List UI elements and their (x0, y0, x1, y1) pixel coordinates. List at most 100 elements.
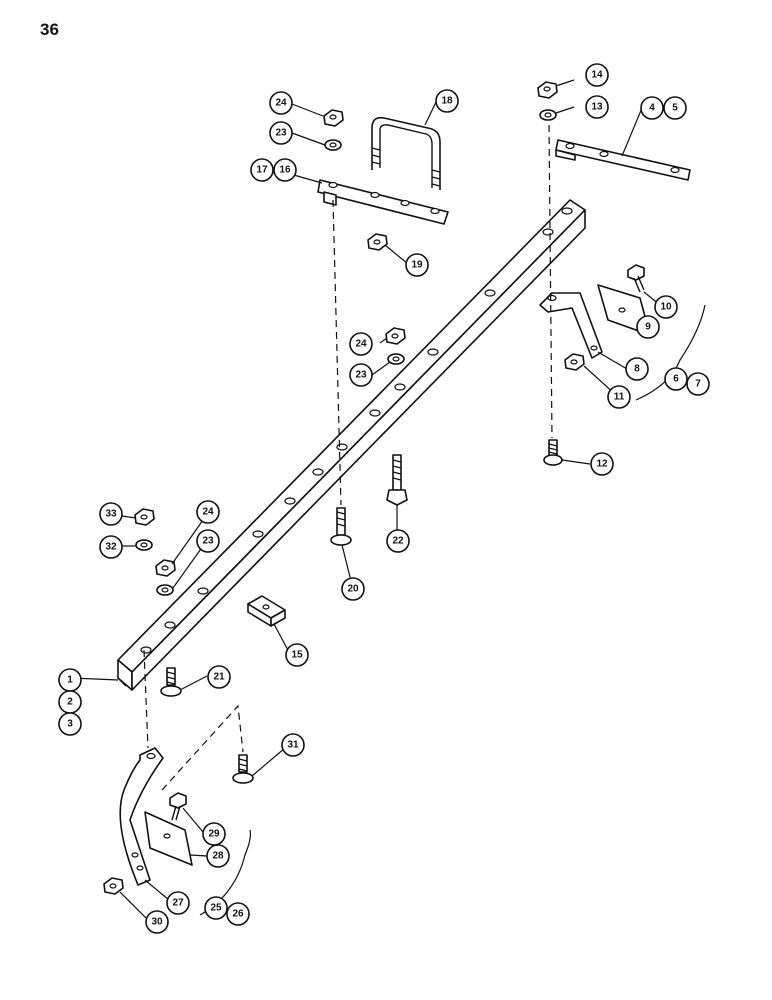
svg-text:17: 17 (256, 165, 268, 176)
washer-32 (135, 539, 153, 551)
svg-text:23: 23 (355, 370, 367, 381)
nut-14 (537, 81, 558, 99)
svg-text:11: 11 (614, 392, 625, 403)
callout-24-left: 24 (196, 500, 220, 524)
callout-11: 11 (607, 385, 631, 409)
assembly-lines (143, 124, 553, 791)
nut-30 (103, 877, 124, 895)
nut-24-left (155, 559, 176, 577)
svg-text:7: 7 (695, 379, 701, 390)
callout-18: 18 (435, 89, 459, 113)
svg-text:20: 20 (347, 584, 359, 595)
svg-text:23: 23 (202, 536, 214, 547)
callout-33: 33 (99, 502, 123, 526)
callout-6: 6 (664, 367, 688, 391)
svg-text:12: 12 (596, 459, 608, 470)
callout-13: 13 (585, 95, 609, 119)
callout-4: 4 (640, 96, 664, 120)
svg-text:27: 27 (172, 898, 184, 909)
callout-20: 20 (341, 577, 365, 601)
callout-22: 22 (386, 529, 410, 553)
washer-23-left (156, 584, 174, 596)
callout-28: 28 (206, 844, 230, 868)
callout-30: 30 (145, 910, 169, 934)
svg-text:5: 5 (672, 103, 678, 114)
svg-text:24: 24 (275, 98, 287, 109)
callout-29: 29 (202, 822, 226, 846)
svg-text:14: 14 (591, 70, 603, 81)
callout-27: 27 (166, 891, 190, 915)
callout-9: 9 (636, 315, 660, 339)
svg-text:16: 16 (279, 165, 291, 176)
bolt-29 (169, 792, 187, 821)
callout-1: 1 (58, 668, 82, 692)
svg-text:29: 29 (208, 829, 220, 840)
nut-24-mid (385, 327, 406, 345)
svg-text:6: 6 (673, 374, 679, 385)
svg-text:15: 15 (291, 650, 303, 661)
plate-4-5 (555, 139, 691, 181)
callout-23-left: 23 (196, 529, 220, 553)
svg-text:24: 24 (202, 507, 214, 518)
callouts: 1 2 3 4 5 6 7 8 9 10 11 12 13 14 15 16 1… (58, 63, 710, 934)
shank-8 (539, 292, 603, 359)
nut-24-top (323, 109, 344, 127)
callout-12: 12 (590, 452, 614, 476)
callout-5: 5 (663, 96, 687, 120)
callout-17: 17 (250, 158, 274, 182)
bolt-21 (160, 667, 182, 697)
washer-23-top (324, 139, 342, 151)
washer-13 (539, 109, 557, 121)
callout-10: 10 (654, 295, 678, 319)
main-bar (117, 199, 586, 691)
svg-text:22: 22 (392, 536, 404, 547)
nut-19 (367, 233, 388, 251)
callout-21: 21 (207, 665, 231, 689)
callout-8: 8 (625, 357, 649, 381)
callout-25: 25 (204, 896, 228, 920)
callout-31: 31 (281, 733, 305, 757)
svg-text:32: 32 (105, 542, 117, 553)
callout-19: 19 (405, 253, 429, 277)
callout-24-top: 24 (269, 91, 293, 115)
svg-text:25: 25 (210, 903, 222, 914)
svg-text:4: 4 (649, 103, 655, 114)
svg-text:9: 9 (645, 322, 651, 333)
callout-2: 2 (58, 690, 82, 714)
svg-text:13: 13 (591, 102, 603, 113)
svg-text:31: 31 (287, 740, 299, 751)
svg-text:26: 26 (232, 909, 244, 920)
svg-text:30: 30 (151, 917, 163, 928)
callout-26: 26 (226, 902, 250, 926)
nut-33 (134, 508, 155, 526)
svg-text:3: 3 (67, 719, 73, 730)
u-bolt (371, 116, 441, 190)
page-number: 36 (40, 20, 59, 39)
svg-text:2: 2 (67, 697, 73, 708)
bolt-10 (627, 264, 645, 293)
bolt-22 (386, 454, 408, 506)
shovel-28 (144, 811, 193, 866)
svg-text:10: 10 (660, 302, 672, 313)
callout-3: 3 (58, 712, 82, 736)
bolt-31 (232, 754, 254, 784)
callout-7: 7 (686, 372, 710, 396)
washer-23-mid (387, 353, 405, 365)
svg-text:24: 24 (355, 339, 367, 350)
callout-24-mid: 24 (349, 332, 373, 356)
mounting-plate-16-17 (317, 179, 449, 225)
svg-text:8: 8 (634, 364, 640, 375)
svg-text:18: 18 (441, 96, 453, 107)
block-15 (247, 595, 286, 627)
callout-32: 32 (99, 535, 123, 559)
callout-16: 16 (273, 158, 297, 182)
svg-text:21: 21 (213, 672, 225, 683)
callout-14: 14 (585, 63, 609, 87)
svg-text:28: 28 (212, 851, 224, 862)
callout-15: 15 (285, 643, 309, 667)
shank-27 (119, 747, 164, 886)
svg-text:23: 23 (275, 128, 287, 139)
bolt-20 (330, 507, 352, 546)
